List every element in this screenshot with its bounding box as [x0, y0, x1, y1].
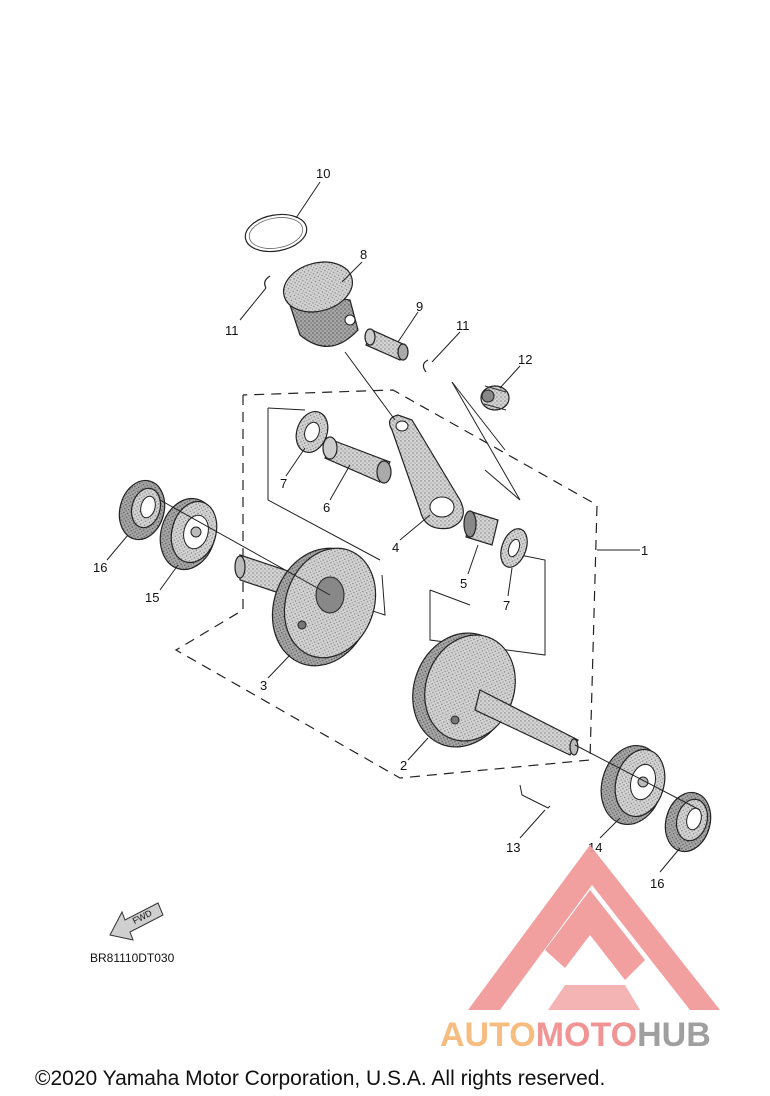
callout-leaders	[106, 181, 681, 873]
callout-11b: 11	[456, 318, 470, 333]
callout-9: 9	[416, 299, 423, 314]
automotohub-logo: AUTOMOTOHUB	[440, 845, 720, 1054]
callout-11a: 11	[225, 323, 239, 338]
subgroup-outline-right	[429, 554, 546, 656]
piston	[283, 261, 359, 347]
connecting-rod	[388, 414, 464, 530]
piston-pin	[364, 328, 409, 361]
thrust-washer-right	[500, 528, 528, 568]
copyright-notice: ©2020 Yamaha Motor Corporation, U.S.A. A…	[35, 1067, 605, 1090]
subgroup-outline-conrod	[451, 381, 521, 501]
assembly-outline-crankshaft	[174, 389, 640, 779]
callout-13: 13	[506, 840, 520, 855]
oil-seal-right	[664, 791, 712, 853]
callout-15: 15	[145, 590, 159, 605]
logo-text-hub: HUB	[637, 1016, 711, 1054]
crank-half-left	[234, 547, 377, 667]
piston-pin-clip-right	[422, 359, 429, 373]
logo-text: AUTOMOTOHUB	[440, 1016, 711, 1054]
callout-7a: 7	[280, 476, 287, 491]
crank-pin	[322, 436, 392, 484]
big-end-bearing	[463, 510, 499, 546]
callout-10: 10	[316, 166, 330, 181]
callout-16b: 16	[650, 876, 664, 891]
callout-6: 6	[323, 500, 330, 515]
callout-7b: 7	[503, 598, 510, 613]
callout-3: 3	[260, 678, 267, 693]
piston-ring	[244, 213, 308, 253]
woodruff-key	[519, 784, 551, 809]
callout-8: 8	[360, 247, 367, 262]
fwd-arrow-icon: FWD	[109, 902, 164, 941]
small-end-bearing	[480, 385, 510, 411]
callout-5: 5	[460, 576, 467, 591]
oil-seal-left	[118, 479, 166, 541]
logo-text-moto: MOTO	[536, 1016, 637, 1054]
bearing-left	[159, 497, 218, 571]
callout-12: 12	[518, 352, 532, 367]
callout-16a: 16	[93, 560, 107, 575]
diagram-code: BR81110DT030	[90, 951, 175, 965]
bearing-right	[600, 744, 666, 826]
callout-2: 2	[400, 758, 407, 773]
logo-text-auto: AUTO	[440, 1016, 536, 1054]
callout-labels: 1 2 3 4 5 6 7 7 8 9 10 11 11 12 13 14 15…	[93, 166, 664, 891]
piston-pin-clip-left	[264, 275, 271, 289]
callout-1: 1	[641, 543, 648, 558]
callout-4: 4	[392, 540, 399, 555]
crank-half-right	[412, 632, 579, 756]
thrust-washer-left	[295, 411, 329, 453]
